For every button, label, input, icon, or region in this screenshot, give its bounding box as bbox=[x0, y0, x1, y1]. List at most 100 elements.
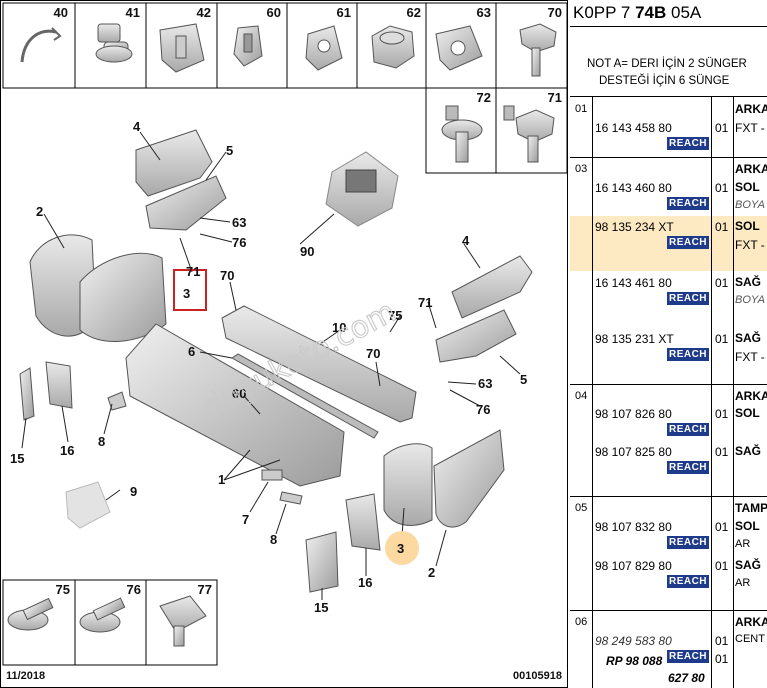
reach-badge: REACH bbox=[667, 575, 709, 588]
hook-clip-icon bbox=[20, 27, 62, 63]
callout-3-highlight-box bbox=[173, 269, 207, 311]
callout-label: 76 bbox=[232, 235, 246, 250]
callout-3-highlight-circle bbox=[385, 531, 419, 565]
catalog-code-group: 74B bbox=[635, 3, 667, 22]
part-number: 98 107 826 80 bbox=[595, 407, 672, 421]
speed-nut-icon bbox=[305, 25, 343, 71]
thumb-label: 41 bbox=[126, 5, 140, 20]
callout-label: 4 bbox=[133, 119, 141, 134]
part-number: 627 80 bbox=[668, 671, 705, 685]
group-divider bbox=[570, 496, 767, 497]
part-description: SAĞ bbox=[735, 331, 762, 345]
part-description: AR bbox=[735, 538, 751, 550]
reach-badge: REACH bbox=[667, 197, 709, 210]
callout-label: 6 bbox=[188, 344, 195, 359]
part-quantity: 01 bbox=[715, 652, 729, 666]
part-description: SOL bbox=[735, 219, 760, 233]
reach-badge: REACH bbox=[667, 461, 709, 474]
part-description: AR bbox=[735, 577, 751, 589]
part-description: SAĞ bbox=[735, 444, 762, 458]
thumb-label: 62 bbox=[407, 5, 421, 20]
part-description: ARKA bbox=[735, 162, 767, 176]
part-8-pad-right bbox=[279, 491, 303, 505]
part-5-support-right bbox=[435, 309, 517, 363]
part-4-bracket-right bbox=[451, 255, 533, 319]
part-description: ARKA bbox=[735, 389, 767, 403]
flange-screw-76-icon bbox=[79, 597, 126, 633]
callout-label: 76 bbox=[476, 402, 490, 417]
footer-date: 11/2018 bbox=[6, 670, 45, 682]
reach-badge: REACH bbox=[667, 650, 709, 663]
part-9-label-sheet bbox=[65, 481, 111, 529]
part-number: 16 143 461 80 bbox=[595, 276, 672, 290]
callout-label: 5 bbox=[520, 372, 527, 387]
callout-label: 16 bbox=[358, 575, 372, 590]
thumb-label: 40 bbox=[54, 5, 68, 20]
part-15-guide-left bbox=[19, 367, 35, 421]
callout-label: 5 bbox=[226, 143, 233, 158]
catalog-code-suffix: 05A bbox=[671, 3, 702, 22]
part-7-clip bbox=[261, 469, 283, 481]
thumb-label: 71 bbox=[548, 90, 562, 105]
exploded-parts-diagram: 40 41 42 60 61 62 63 70 72 71 bbox=[0, 0, 568, 688]
column-divider bbox=[711, 96, 712, 688]
part-description: FXT - bbox=[735, 238, 765, 252]
part-description: SAĞ bbox=[735, 275, 762, 289]
part-description: TAMP bbox=[735, 501, 767, 515]
part-15-guide-right bbox=[305, 531, 339, 593]
part-quantity: 01 bbox=[715, 121, 729, 135]
callout-label: 2 bbox=[428, 565, 435, 580]
footer-drawing-id: 00105918 bbox=[513, 670, 562, 682]
note-line: NOT A= DERI İÇİN 2 SÜNGER bbox=[587, 58, 747, 70]
part-description: SOL bbox=[735, 519, 760, 533]
reach-badge: REACH bbox=[667, 423, 709, 436]
callout-label: 60 bbox=[232, 386, 246, 401]
cage-nut-icon bbox=[435, 25, 483, 71]
part-2-side-cover-right bbox=[433, 429, 505, 528]
part-16-bracket-left bbox=[45, 361, 73, 409]
push-rivet-77-icon bbox=[159, 595, 207, 647]
callout-label: 63 bbox=[232, 215, 246, 230]
spring-clip-icon bbox=[233, 25, 263, 67]
part-description: CENT bbox=[735, 633, 765, 645]
callout-label: 70 bbox=[366, 346, 380, 361]
retainer-clip-icon bbox=[159, 23, 205, 73]
part-3-corner-left bbox=[79, 252, 167, 342]
part-description: BOYA bbox=[735, 199, 765, 211]
self-tapping-screw-75-icon bbox=[7, 597, 54, 631]
reach-badge: REACH bbox=[667, 536, 709, 549]
group-divider bbox=[570, 157, 767, 158]
reach-badge: REACH bbox=[667, 292, 709, 305]
part-number: 98 107 832 80 bbox=[595, 520, 672, 534]
thumb-label: 60 bbox=[267, 5, 281, 20]
group-number: 03 bbox=[575, 163, 588, 175]
callout-label: 4 bbox=[462, 233, 470, 248]
callout-label: 3 bbox=[397, 541, 404, 556]
part-quantity: 01 bbox=[715, 407, 729, 421]
group-number: 05 bbox=[575, 502, 588, 514]
part-description: ARKA bbox=[735, 615, 767, 629]
part-8-pad-left bbox=[107, 391, 127, 411]
hex-nut-icon bbox=[371, 25, 415, 69]
group-divider bbox=[570, 610, 767, 611]
part-number: 16 143 460 80 bbox=[595, 181, 672, 195]
column-divider bbox=[733, 96, 734, 688]
part-number: 98 107 829 80 bbox=[595, 559, 672, 573]
catalog-code-prefix: K0PP 7 bbox=[573, 3, 631, 22]
part-description: FXT - bbox=[735, 121, 765, 135]
callout-label: 3 bbox=[183, 286, 190, 301]
part-description: ARKA bbox=[735, 102, 767, 116]
part-10-reinforcement-beam bbox=[221, 305, 417, 423]
part-5-support-left bbox=[145, 175, 227, 231]
part-number: 16 143 458 80 bbox=[595, 121, 672, 135]
part-4-bracket-left bbox=[135, 129, 213, 197]
part-description: FXT - bbox=[735, 350, 765, 364]
column-divider bbox=[592, 96, 593, 688]
parts-table: K0PP 7 74B 05A NOT A= DERI İÇİN 2 SÜNGER… bbox=[570, 0, 767, 688]
thumb-label: 77 bbox=[198, 582, 212, 597]
thumb-label: 61 bbox=[337, 5, 351, 20]
part-quantity: 01 bbox=[715, 220, 729, 234]
group-number: 04 bbox=[575, 390, 588, 402]
catalog-note: NOT A= DERI İÇİN 2 SÜNGER DESTEĞİ İÇİN 6… bbox=[570, 56, 767, 90]
thumb-label: 76 bbox=[127, 582, 141, 597]
